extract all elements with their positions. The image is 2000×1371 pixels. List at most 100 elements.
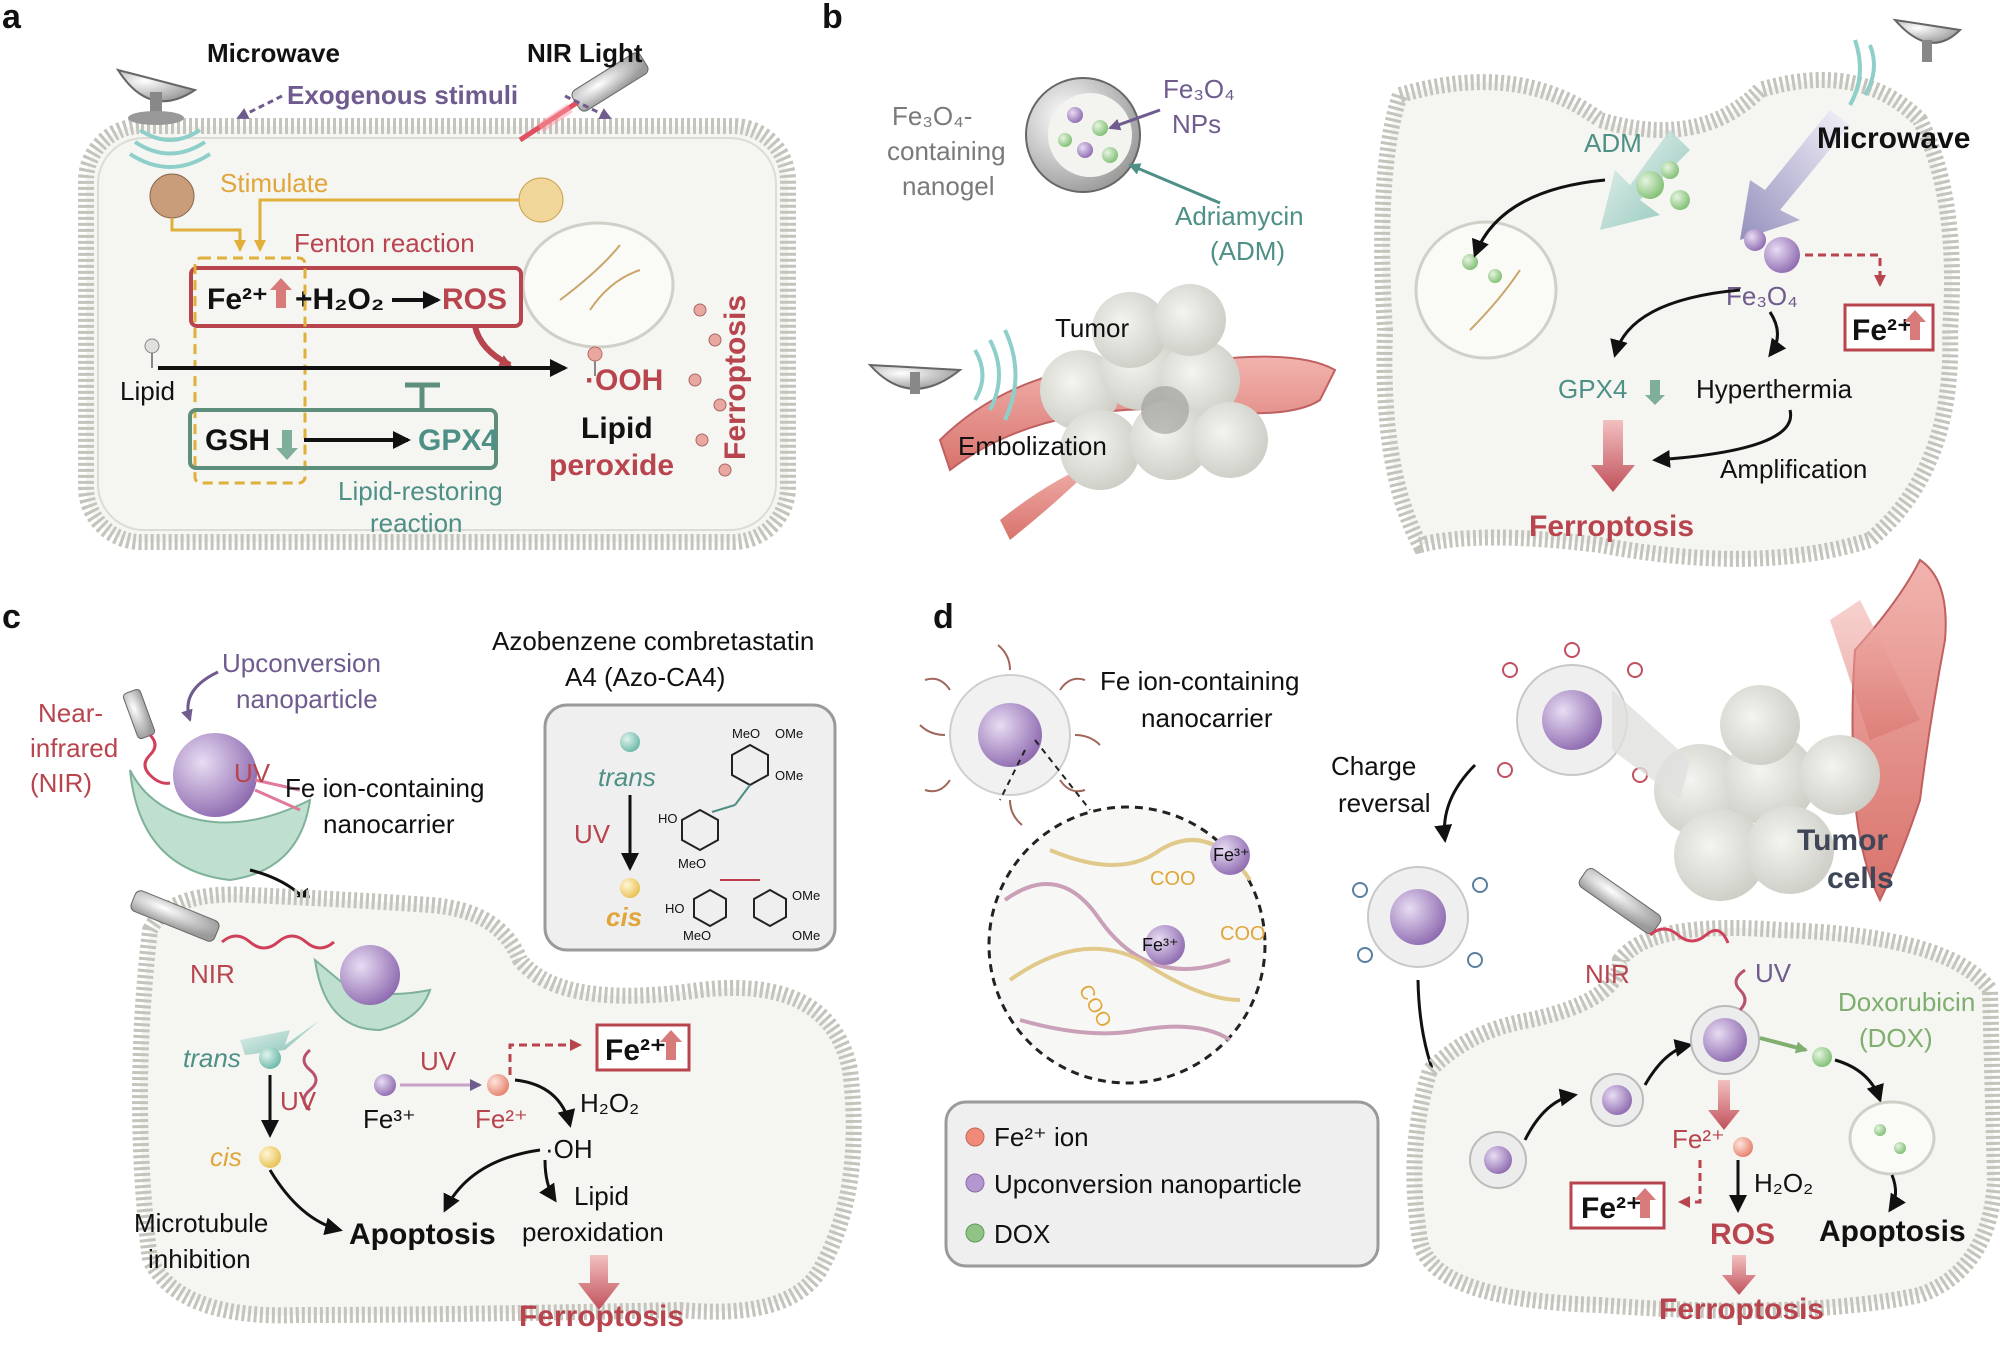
zoom-circle bbox=[987, 805, 1267, 1085]
panel-d-fe2-label: Fe²⁺ bbox=[1672, 1124, 1725, 1154]
ho-label-1: HO bbox=[658, 811, 678, 826]
panel-c-trans-label: trans bbox=[183, 1043, 241, 1073]
azo-title-2: A4 (Azo-CA4) bbox=[565, 662, 725, 692]
fe3o4-nps-pointer bbox=[1108, 108, 1161, 131]
lipid-restoring-label-2: reaction bbox=[370, 508, 463, 538]
fe2-sphere-icon bbox=[487, 1074, 509, 1096]
panel-b-ferroptosis-arrow bbox=[1591, 420, 1635, 492]
panel-d-apoptosis-label: Apoptosis bbox=[1819, 1215, 1966, 1248]
fe-nanocarrier-d-icon bbox=[919, 644, 1101, 826]
microwave-beam bbox=[1740, 110, 1850, 240]
nir-laser-d-icon bbox=[1578, 868, 1730, 944]
nanogel-label-2: containing bbox=[887, 136, 1006, 166]
doxorubicin-label-1: Doxorubicin bbox=[1838, 987, 1975, 1017]
panel-d-nir-label: NIR bbox=[1585, 959, 1630, 989]
nanocarrier-in-cell-icon bbox=[313, 945, 432, 1032]
zoom-line-1 bbox=[1034, 739, 1091, 811]
coo-label-2: COO bbox=[1220, 923, 1266, 945]
stimulated-targets-box bbox=[193, 256, 307, 485]
charge-reversal-label-1: Charge bbox=[1331, 751, 1416, 781]
dox-sphere-icon bbox=[1812, 1047, 1832, 1067]
panel-d-nucleus-icon bbox=[1848, 1100, 1936, 1176]
stimulate-arrow-2 bbox=[254, 198, 519, 252]
legend-upconversion-icon bbox=[965, 1173, 985, 1193]
fe3o4-label: Fe₃O₄ bbox=[1726, 281, 1798, 311]
adriamycin-label-2: (ADM) bbox=[1210, 236, 1285, 266]
gpx4-label: GPX4 bbox=[418, 424, 498, 457]
lipid-peroxide-molecule-icon bbox=[587, 346, 603, 376]
hyperthermia-to-ferroptosis-arrow bbox=[1652, 409, 1793, 468]
panel-c-letter: c bbox=[2, 598, 21, 636]
panel-b-microwave-label: Microwave bbox=[1817, 122, 1970, 155]
tumor-cells-label-2: cells bbox=[1827, 862, 1894, 895]
azo-cis-label: cis bbox=[606, 902, 642, 932]
positive-nanocarrier-icon bbox=[1352, 866, 1488, 968]
tumor-label: Tumor bbox=[1055, 313, 1129, 343]
panel-b-fe2-label: Fe²⁺ bbox=[1852, 314, 1913, 347]
legend-fe2-icon bbox=[965, 1127, 985, 1147]
nanogel-icon bbox=[1025, 77, 1141, 193]
fe3-sphere-icon bbox=[374, 1074, 396, 1096]
panel-a-nir-label: NIR Light bbox=[527, 38, 643, 68]
trans-sphere-icon bbox=[620, 732, 640, 752]
adriamycin-label-1: Adriamycin bbox=[1175, 201, 1304, 231]
polymer-chains-icon bbox=[1003, 838, 1252, 1042]
panel-d-fe2-accumulation-arrow bbox=[1678, 1160, 1702, 1208]
lipid-restoring-label-1: Lipid-restoring bbox=[338, 476, 503, 506]
gsh-label: GSH bbox=[205, 424, 270, 457]
nir-laser-c-icon bbox=[130, 890, 335, 950]
panel-a-ferroptosis-label: Ferroptosis bbox=[719, 295, 752, 460]
panel-c-h2o2-label: H₂O₂ bbox=[580, 1088, 639, 1118]
microtubule-label-1: Microtubule bbox=[134, 1208, 268, 1238]
ho-label-2: HO bbox=[665, 901, 685, 916]
panel-a-letter: a bbox=[2, 0, 22, 36]
azo-title-1: Azobenzene combretastatin bbox=[492, 626, 814, 656]
doxorubicin-label-2: (DOX) bbox=[1859, 1023, 1933, 1053]
panel-c-fe3-label: Fe³⁺ bbox=[363, 1104, 416, 1134]
dox-to-nucleus-arrow bbox=[1834, 1058, 1884, 1103]
panel-c: c Upconversion nanoparticle Near- infrar… bbox=[2, 598, 862, 1333]
ome-label-4: OMe bbox=[792, 928, 820, 943]
panel-d-fe2-sphere-icon bbox=[1733, 1137, 1753, 1157]
exogenous-arrow-right bbox=[564, 94, 612, 120]
panel-d-uv-label: UV bbox=[1755, 958, 1792, 988]
fe3-b-label: Fe³⁺ bbox=[1142, 935, 1179, 955]
panel-b: b Fe₃O₄- containing nanogel Fe₃O₄ NPs Ad… bbox=[822, 0, 1970, 567]
oh-to-lipid-arrow bbox=[539, 1159, 557, 1203]
panel-c-fe2-box-label: Fe²⁺ bbox=[605, 1034, 666, 1067]
embolization-label: Embolization bbox=[958, 431, 1107, 461]
nir-laser-icon bbox=[518, 52, 649, 143]
panel-d-ros-label: ROS bbox=[1710, 1218, 1775, 1251]
released-nanocarrier-icon bbox=[1590, 1073, 1644, 1127]
legend-box bbox=[944, 1100, 1380, 1268]
fe-nanocarrier-c-icon bbox=[122, 688, 312, 882]
lipid-molecule-icon bbox=[144, 338, 160, 368]
tumor-cluster-icon bbox=[1040, 284, 1268, 490]
gsh-down-arrow-icon bbox=[276, 430, 298, 460]
panel-b-fe2-up-icon bbox=[1904, 310, 1926, 340]
near-infrared-label-1: Near- bbox=[38, 698, 103, 728]
microwave-dish-b-icon bbox=[867, 329, 1018, 421]
lipid-perox-label-1: Lipid bbox=[574, 1181, 629, 1211]
ros-to-lipid-arrow bbox=[472, 325, 512, 368]
amplification-label: Amplification bbox=[1720, 454, 1867, 484]
fe-nanocarrier-c-label-1: Fe ion-containing bbox=[285, 773, 484, 803]
trans-cell-sphere-icon bbox=[259, 1047, 281, 1069]
fe-nanocarrier-c-label-2: nanocarrier bbox=[323, 809, 455, 839]
stimulate-label: Stimulate bbox=[220, 168, 328, 198]
panel-c-ferroptosis-arrow bbox=[578, 1255, 620, 1310]
panel-d-ferroptosis-arrow bbox=[1722, 1255, 1756, 1295]
fe3o4-nps-label-1: Fe₃O₄ bbox=[1163, 74, 1235, 104]
azo-ca4-box bbox=[543, 703, 837, 952]
panel-b-gpx4-down-icon bbox=[1645, 380, 1665, 405]
panel-c-apoptosis-label: Apoptosis bbox=[349, 1218, 496, 1251]
peroxidized-lipids-icon bbox=[688, 303, 732, 477]
charge-reversal-arrow bbox=[1434, 763, 1477, 843]
panel-a-microwave-label: Microwave bbox=[207, 38, 340, 68]
panel-c-oh-label: ·OH bbox=[545, 1134, 593, 1164]
panel-a: a Microwave NIR Light Exogenous stimuli … bbox=[2, 0, 796, 550]
panel-d-fe2-up-icon bbox=[1634, 1188, 1656, 1218]
panel-d-ferroptosis-label: Ferroptosis bbox=[1659, 1293, 1824, 1326]
nucleus-to-apoptosis-arrow bbox=[1888, 1174, 1906, 1213]
trans-release-arrow bbox=[240, 1020, 320, 1055]
